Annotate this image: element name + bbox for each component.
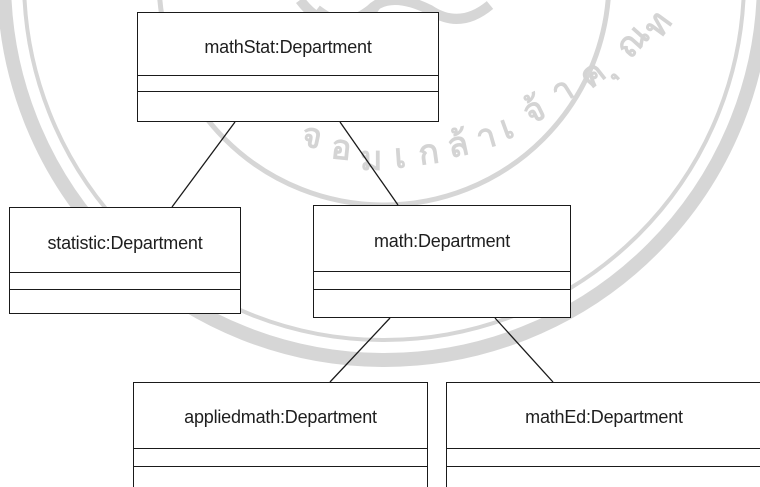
object-box-statistic: statistic:Department [9, 207, 241, 314]
object-box-mathstat: mathStat:Department [137, 12, 439, 122]
object-box-mathed: mathEd:Department [446, 382, 760, 487]
object-name-mathstat: mathStat:Department [204, 37, 372, 57]
object-name-mathed: mathEd:Department [525, 407, 683, 427]
object-name-statistic: statistic:Department [47, 233, 203, 253]
link-mathstat-math [339, 121, 399, 206]
attributes-divider [447, 448, 760, 449]
object-box-appliedmath: appliedmath:Department [133, 382, 428, 487]
operations-divider [10, 289, 240, 290]
link-mathstat-statistic [171, 121, 236, 208]
object-name-math: math:Department [373, 231, 511, 251]
attributes-divider [138, 75, 438, 76]
attributes-divider [314, 271, 570, 272]
operations-divider [138, 91, 438, 92]
object-box-math: math:Department [313, 205, 571, 318]
link-math-mathed [494, 317, 554, 383]
object-name-appliedmath: appliedmath:Department [184, 407, 377, 427]
operations-divider [134, 466, 427, 467]
operations-divider [447, 466, 760, 467]
operations-divider [314, 289, 570, 290]
link-math-appliedmath [329, 317, 391, 383]
attributes-divider [10, 272, 240, 273]
attributes-divider [134, 448, 427, 449]
